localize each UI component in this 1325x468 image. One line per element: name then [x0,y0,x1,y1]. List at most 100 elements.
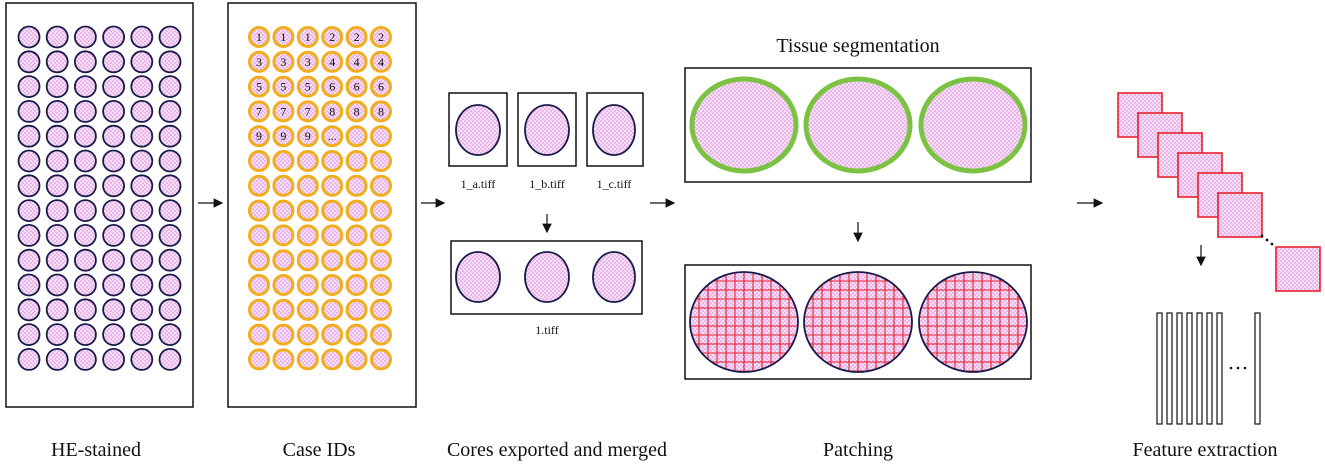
tissue-core [45,347,69,371]
case-core [345,26,368,48]
tissue-core [158,347,182,371]
case-core [296,224,319,247]
case-core [296,298,319,321]
tissue-core [158,50,182,74]
case-core [272,75,295,98]
case-id-label: 3 [256,55,262,69]
tissue-core [74,347,97,371]
case-core [248,75,270,98]
case-core [321,50,344,73]
case-core [321,249,344,272]
case-id-label: 8 [329,104,335,118]
tissue-core [74,298,97,322]
case-core [248,125,270,148]
case-id-label: 3 [280,55,286,69]
tissue-core [102,75,125,98]
case-id-label: 9 [256,129,262,143]
tissue-core [45,323,69,347]
case-core [345,50,368,73]
feature-vector-bar [1196,312,1203,425]
tissue-core [45,273,69,297]
tissue-core [74,174,97,198]
case-core [345,125,368,148]
tissue-core [74,273,97,297]
tissue-core [17,199,41,223]
tissue-core [17,298,41,322]
tissue-core [74,323,97,347]
tissue-core [74,100,97,123]
feature-vector-bar [1206,312,1213,425]
patched-core-outline [689,271,799,373]
case-core [370,174,392,197]
tissue-core [158,75,182,98]
case-core [321,150,344,172]
tissue-core [158,273,182,297]
tissue-core [74,149,97,173]
tissue-core [102,100,125,123]
tissue-core [102,248,125,272]
case-id-label: 7 [280,104,286,118]
case-id-label: 9 [280,129,286,143]
case-core [248,224,270,247]
tissue-core [130,223,154,247]
segmented-core-1 [689,76,799,174]
case-id-label: 5 [305,80,311,94]
tissue-core [130,100,154,123]
case-core [272,298,295,321]
case-core [296,348,319,371]
case-id-label: 4 [354,55,360,69]
case-core [272,224,295,247]
merged-core-c [592,251,636,303]
patched-core-outline [918,271,1028,373]
case-core [272,249,295,272]
case-core [370,26,392,48]
case-id-label: 6 [329,80,335,94]
case-core [345,348,368,371]
case-core [248,150,270,172]
tissue-core [102,273,125,297]
feature-vector-bar [1254,312,1261,425]
tissue-core [17,323,41,347]
tissue-core [158,124,182,148]
he-stained-slide [5,2,194,408]
case-core [345,100,368,123]
case-core [321,298,344,321]
image-patch [1217,192,1263,238]
tissue-core [158,174,182,198]
tissue-core [74,223,97,247]
merged-file-label: 1.tiff [535,323,558,337]
patch-grid [690,272,798,372]
stage-label-cores: Cores exported and merged [447,439,667,461]
tissue-core [158,323,182,347]
feature-vector-bar [1216,312,1223,425]
case-core [248,274,270,296]
tissue-core [102,124,125,148]
case-core [296,26,319,48]
tissue-core [130,248,154,272]
case-core [272,100,295,123]
case-core [321,323,344,346]
merged-core-b [524,251,570,303]
feature-panel [1117,92,1321,425]
case-core [370,125,392,148]
tissue-core [102,298,125,322]
tissue-core [102,25,125,49]
tissue-core [17,174,41,198]
tissue-core [158,25,182,49]
tissue-core [17,347,41,371]
case-core [321,348,344,371]
case-core [370,150,392,172]
case-core [296,174,319,197]
tissue-core [45,174,69,198]
tissue-core [45,25,69,49]
tissue-core [158,100,182,123]
case-core [321,125,344,148]
case-core [370,274,392,296]
tissue-core [102,323,125,347]
case-core [272,50,295,73]
case-core [296,274,319,296]
patched-cores [689,271,1028,373]
tissue-core [45,50,69,74]
tissue-core [158,223,182,247]
case-core [321,26,344,48]
